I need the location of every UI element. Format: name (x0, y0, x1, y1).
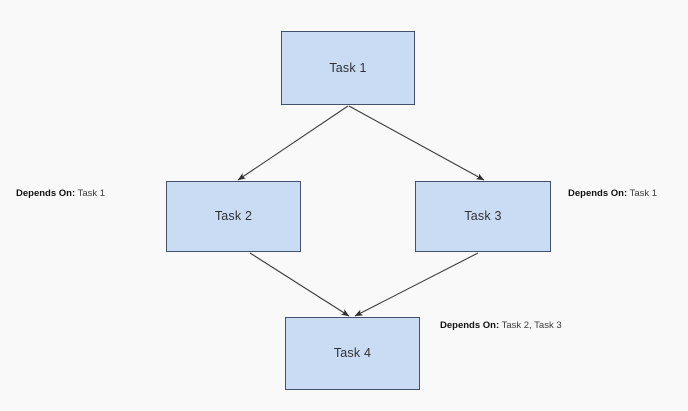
depends-on-label-task2: Depends On: Task 1 (16, 189, 105, 199)
depends-on-key: Depends On: (568, 188, 628, 199)
edge-task1-task2 (237, 105, 349, 181)
depends-on-label-task4: Depends On: Task 2, Task 3 (440, 321, 562, 331)
depends-on-key: Depends On: (440, 320, 500, 331)
node-task4[interactable]: Task 4 (285, 317, 420, 390)
node-task2-label: Task 2 (214, 209, 253, 224)
depends-on-key: Depends On: (16, 188, 76, 199)
node-task3[interactable]: Task 3 (415, 181, 551, 252)
edge-task2-task4 (249, 252, 350, 317)
edge-task1-task3 (348, 105, 485, 181)
node-task2[interactable]: Task 2 (166, 181, 301, 252)
depends-on-value: Task 1 (77, 188, 106, 199)
node-task4-label: Task 4 (333, 346, 372, 361)
edge-task3-task4 (354, 252, 479, 317)
node-task3-label: Task 3 (464, 209, 502, 224)
node-task1[interactable]: Task 1 (281, 31, 415, 105)
depends-on-value: Task 2, Task 3 (501, 320, 562, 331)
node-task1-label: Task 1 (329, 60, 367, 75)
depends-on-value: Task 1 (629, 188, 658, 199)
depends-on-label-task3: Depends On: Task 1 (568, 189, 657, 199)
